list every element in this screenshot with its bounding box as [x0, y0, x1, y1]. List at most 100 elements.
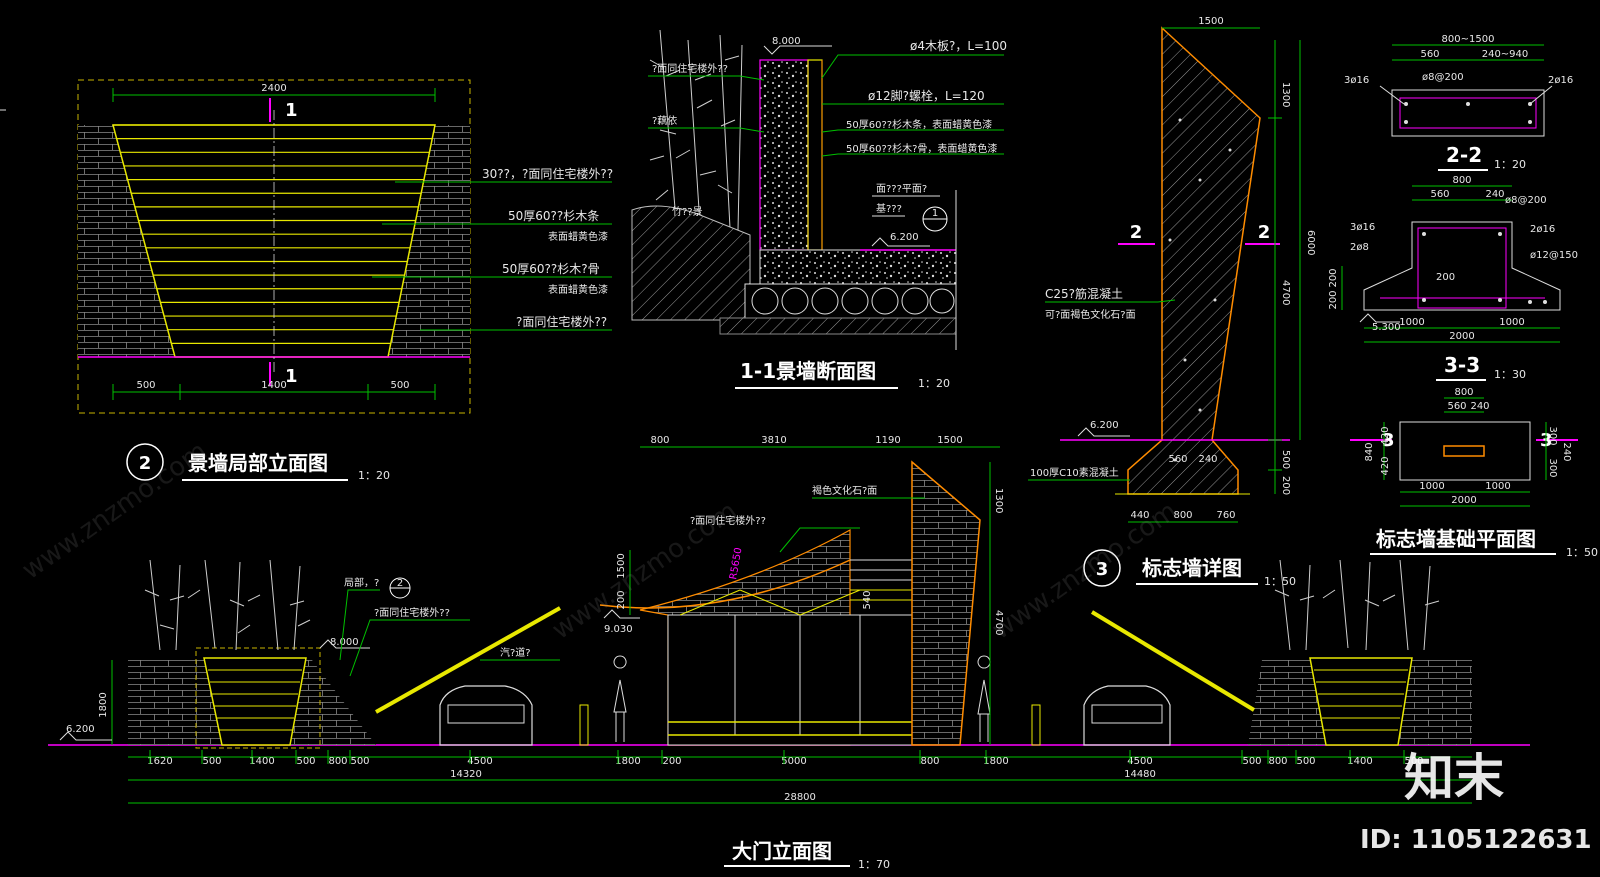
gate-bottom-dim: 1400: [1347, 756, 1372, 767]
sec22-title: 2-2: [1446, 143, 1482, 167]
gate-bottom-dim: 500: [296, 756, 315, 767]
gate-bottom-dim: 500: [1296, 756, 1315, 767]
fp-side-2: 420: [1380, 426, 1391, 445]
gate-bottom-dim: 500: [1404, 756, 1423, 767]
sec11-scale: 1：20: [918, 377, 950, 390]
sign-top-dim: 1500: [1198, 16, 1223, 27]
fp-scale: 1：50: [1566, 546, 1598, 559]
sec11-right-note-4: 50厚60??杉木?骨，表面蜡黄色漆: [846, 142, 997, 155]
sign-base-dim-2: 800: [1173, 510, 1192, 521]
sec11-base-note-2: 基???: [876, 202, 902, 215]
fp-side-5: 240: [1561, 442, 1572, 461]
foundation-plan-drawing: 3 3 800 560 240 1000 1000 2000 840 420 4…: [1350, 387, 1598, 559]
fp-dim-6: 2000: [1451, 495, 1476, 506]
sec22-label-3: 2ø16: [1548, 75, 1573, 86]
sec33-dim-2: 560: [1430, 189, 1449, 200]
sec22-label-1: 3ø16: [1344, 75, 1369, 86]
sign-section-left: 2: [1130, 222, 1143, 243]
sign-index-circle: [1083, 549, 1121, 587]
section-3-3-drawing: 800 560 240 3ø16 2ø8 2ø16 ø8@200 ø12@150…: [1328, 175, 1578, 381]
fp-title: 标志墙基础平面图: [1376, 527, 1536, 551]
fp-dim-1: 800: [1454, 387, 1473, 398]
gate-bottom-dim: 500: [202, 756, 221, 767]
section-mark-bottom: 1: [285, 366, 298, 387]
sign-wall-drawing: 2 2 1500 1300 4700 6000 500 200 6.200 C2…: [1028, 16, 1316, 588]
sec11-title: 1-1景墙断面图: [740, 359, 876, 383]
gate-side-4700: 4700: [993, 610, 1004, 635]
sec22-dim-3: 240~940: [1482, 49, 1529, 60]
gate-bottom-dim: 200: [662, 756, 681, 767]
gate-top-dim-4: 1500: [937, 435, 962, 446]
sec11-index: 1: [932, 208, 938, 219]
section-mark-top: 1: [285, 100, 298, 121]
sign-right-dim-5: 200: [1280, 476, 1291, 495]
sec33-side-2: 200: [1328, 290, 1339, 309]
gate-elevation-drawing: 800 3810 1190 1500 1300 4700 1800 1500 2…: [48, 435, 1530, 871]
sign-elev: 6.200: [1090, 420, 1119, 431]
gate-top-dim-2: 3810: [761, 435, 786, 446]
gate-total-left: 14320: [450, 769, 482, 780]
facade-note-2: 50厚60??杉木条: [508, 209, 599, 223]
gate-bottom-dim: 1800: [983, 756, 1008, 767]
facade-index-circle: [126, 443, 164, 481]
sec11-base-note-1: 面???平面?: [876, 184, 927, 195]
gate-bottom-dim: 500: [1242, 756, 1261, 767]
sign-scale: 1：50: [1264, 575, 1296, 588]
watermark-ghost-1: www.znzmo.com: [17, 436, 213, 586]
facade-note-1: 30??，?面同住宅楼外??: [482, 166, 613, 181]
sign-title: 标志墙详图: [1142, 556, 1242, 580]
facade-dim-mid: 1400: [261, 380, 286, 391]
sec33-label-3: 2ø16: [1530, 224, 1555, 235]
sign-right-dim-1: 1300: [1280, 82, 1291, 107]
facade-title: 景墙局部立面图: [188, 451, 328, 475]
fp-dim-4: 1000: [1419, 481, 1444, 492]
sec33-elev: 5.300: [1372, 322, 1401, 333]
sign-note-2: 可?面褐色文化石?面: [1045, 308, 1136, 321]
sec22-scale: 1：20: [1494, 158, 1526, 171]
facade-detail-drawing: 2400 1 1 500 1400 500 30??，?面同住宅楼外?? 50厚…: [77, 79, 613, 482]
facade-index: 2: [139, 453, 152, 474]
sec33-label-2: 2ø8: [1350, 242, 1369, 253]
sign-base-dim-3: 760: [1216, 510, 1235, 521]
gate-bottom-dim: 1400: [249, 756, 274, 767]
gate-side-540: 540: [862, 590, 873, 609]
sign-inner-dim-2: 240: [1198, 454, 1217, 465]
gate-bottom-dim: 4500: [1127, 756, 1152, 767]
gate-bottom-dim: 1620: [147, 756, 172, 767]
facade-scale: 1：20: [358, 469, 390, 482]
gate-bottom-dim: 5000: [781, 756, 806, 767]
facade-top-dim: 2400: [261, 83, 286, 94]
watermark-brand: 知末: [1404, 749, 1504, 807]
section-2-2-drawing: 800~1500 560 240~940 3ø16 ø8@200 2ø16 2-…: [1344, 34, 1573, 171]
gate-top-dim-1: 800: [650, 435, 669, 446]
facade-note-3: 表面蜡黄色漆: [548, 230, 608, 243]
sec33-label-1: 3ø16: [1350, 222, 1375, 233]
fp-dim-5: 1000: [1485, 481, 1510, 492]
gate-bottom-dim: 800: [1268, 756, 1287, 767]
sec33-scale: 1：30: [1494, 368, 1526, 381]
fp-dim-2: 560: [1447, 401, 1466, 412]
sec33-label-4: ø8@200: [1505, 195, 1547, 206]
gate-label-stone: 褐色文化石?面: [812, 484, 877, 497]
sign-index: 3: [1096, 559, 1109, 580]
fp-side-6: 300: [1547, 458, 1558, 477]
sec11-left-note-3: 竹??景: [672, 205, 703, 218]
gate-side-1500: 1500: [616, 553, 627, 578]
gate-bottom-dim: 800: [328, 756, 347, 767]
sec33-side-1: 200: [1328, 268, 1339, 287]
sec11-left-note-2: ?藕依: [652, 114, 677, 127]
sec33-label-5: ø12@150: [1530, 250, 1578, 261]
gate-label-car: 汽?道?: [500, 646, 531, 659]
gate-side-1300: 1300: [993, 488, 1004, 513]
fp-side-3: 420: [1380, 456, 1391, 475]
sec22-dim-1: 800~1500: [1442, 34, 1495, 45]
fp-side-4: 300: [1547, 426, 1558, 445]
facade-dim-right: 500: [390, 380, 409, 391]
sec11-right-note-1: ø4木板?，L=100: [910, 39, 1007, 53]
sec33-dim-1: 800: [1452, 175, 1471, 186]
gate-total: 28800: [784, 792, 816, 803]
facade-note-6: ?面同住宅楼外??: [516, 314, 607, 329]
sign-right-dim-4: 500: [1280, 450, 1291, 469]
sec11-right-note-2: ø12脚?螺栓，L=120: [868, 88, 985, 103]
